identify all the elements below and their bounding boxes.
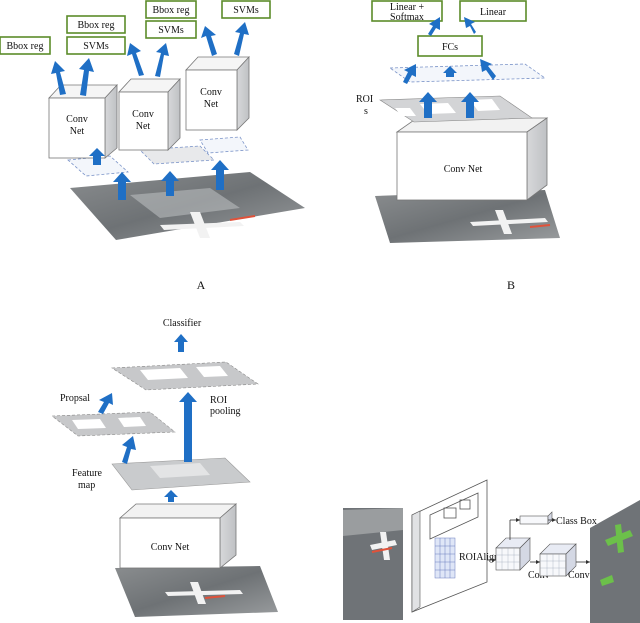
- bbox-reg-box-1: Bbox reg: [0, 36, 51, 55]
- conv-net-label: Conv Net: [151, 542, 190, 553]
- feature-map-label-1: Feature: [72, 468, 103, 479]
- svms-box-2: SVMs: [145, 20, 197, 39]
- rois-label-1: ROI: [356, 94, 373, 105]
- net-label: Net: [204, 99, 219, 110]
- feature-map-label-2: map: [78, 480, 95, 491]
- linear-box: Linear: [459, 0, 527, 22]
- conv-net-label: Conv Net: [444, 164, 483, 175]
- svg-text:SVMs: SVMs: [158, 25, 184, 36]
- proposal-label: Propsal: [60, 393, 90, 404]
- conv-label: Conv: [132, 109, 154, 120]
- svms-box-3: SVMs: [221, 0, 271, 19]
- panel-a-letter: A: [197, 278, 206, 292]
- arrows-a: [51, 22, 249, 200]
- conv-block-2: [539, 543, 577, 577]
- panel-d: ROIAlign Conv Conv C: [343, 479, 640, 623]
- svg-text:Bbox reg: Bbox reg: [78, 20, 115, 31]
- airplane-icon: [160, 212, 244, 238]
- svms-box-1: SVMs: [66, 36, 126, 55]
- conv-net-cube-1: Conv Net: [48, 83, 118, 159]
- svg-text:SVMs: SVMs: [233, 5, 259, 16]
- conv-label-2: Conv: [568, 570, 590, 581]
- fc-plane: [388, 63, 547, 83]
- conv-net-cube-b: Conv Net: [395, 117, 549, 201]
- conv-net-cube-c: Conv Net: [118, 503, 238, 569]
- rois-label-2: s: [364, 106, 368, 117]
- arrows-c: [98, 334, 197, 502]
- roialign-label: ROIAlign: [459, 552, 499, 563]
- class-box-label: Class Box: [556, 516, 597, 527]
- net-label: Net: [70, 126, 85, 137]
- aerial-image-b: [375, 190, 560, 243]
- bbox-reg-box-3: Bbox reg: [145, 0, 197, 19]
- bbox-reg-box-2: Bbox reg: [66, 15, 126, 34]
- conv-label-1: Conv: [528, 570, 550, 581]
- linear-softmax-box: Linear + Softmax: [371, 0, 443, 23]
- proposal-plane-a: [67, 155, 129, 177]
- svg-text:SVMs: SVMs: [83, 41, 109, 52]
- class-box-head: [519, 511, 553, 525]
- svg-text:FCs: FCs: [442, 42, 458, 53]
- roi-pooling-label-1: ROI: [210, 395, 227, 406]
- svg-text:Bbox reg: Bbox reg: [153, 5, 190, 16]
- airplane-icon: [165, 582, 243, 604]
- svg-text:Bbox reg: Bbox reg: [7, 41, 44, 52]
- conv-label: Conv: [66, 114, 88, 125]
- fcs-box: FCs: [417, 35, 483, 57]
- roi-pooling-label-2: pooling: [210, 406, 241, 417]
- panel-a: Conv Net Conv Net Conv Net Bbox reg Bbox…: [0, 0, 305, 292]
- mask-icon: [600, 524, 633, 586]
- svg-text:Linear: Linear: [480, 7, 507, 18]
- arrows-b: [403, 17, 496, 118]
- output-image: [590, 500, 640, 623]
- svg-text:Softmax: Softmax: [390, 12, 424, 23]
- proposal-plane-c: [51, 411, 176, 437]
- panel-b: Conv Net ROI s FCs Linear + Softmax Line…: [356, 0, 560, 292]
- panel-c: Conv Net Feature map Propsal ROI pooling…: [51, 318, 278, 617]
- conv-net-cube-2: Conv Net: [118, 77, 181, 151]
- airplane-icon: [470, 210, 548, 234]
- classifier-label: Classifier: [163, 318, 202, 329]
- conv-label: Conv: [200, 87, 222, 98]
- panel-b-letter: B: [507, 278, 515, 292]
- conv-net-cube-3: Conv Net: [185, 55, 250, 131]
- net-label: Net: [136, 121, 151, 132]
- roi-grid: [434, 537, 456, 579]
- svg-text:Linear +: Linear +: [390, 2, 425, 13]
- airplane-icon: [370, 532, 397, 560]
- conv-block-1: [495, 537, 531, 571]
